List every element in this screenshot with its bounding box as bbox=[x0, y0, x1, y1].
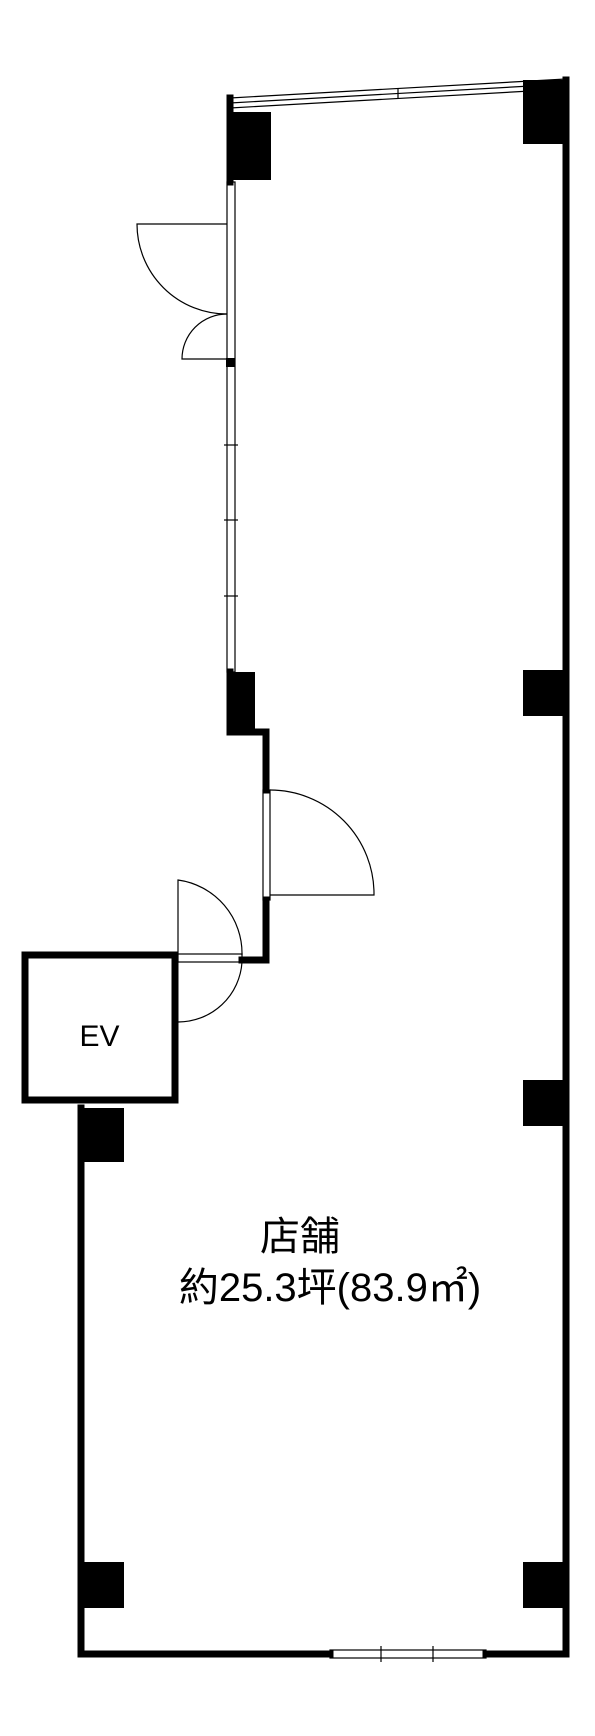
entrance-door-2 bbox=[181, 313, 228, 360]
column-top-left bbox=[227, 112, 271, 180]
column-lower-right bbox=[523, 1080, 569, 1126]
room-name: 店舗 bbox=[260, 1215, 340, 1259]
wall-step bbox=[238, 896, 270, 964]
left-facade-frame bbox=[226, 181, 236, 673]
column-bottom-right bbox=[523, 1562, 569, 1608]
column-mid-left bbox=[227, 672, 255, 732]
ev-door-jamb bbox=[177, 953, 243, 963]
column-lower-left bbox=[78, 1108, 124, 1162]
elevator-shaft bbox=[21, 951, 179, 1104]
elevator-label: EV bbox=[79, 1020, 120, 1053]
facade-joint bbox=[226, 358, 235, 367]
ev-door-lower bbox=[177, 961, 243, 1023]
inner-door bbox=[269, 789, 375, 896]
column-bottom-left bbox=[78, 1562, 124, 1608]
ev-door-upper bbox=[177, 879, 243, 956]
entrance-door-1 bbox=[136, 223, 228, 315]
column-top-right bbox=[523, 80, 569, 144]
column-mid-right bbox=[523, 670, 569, 716]
room-area: 約25.3坪(83.9㎡) bbox=[178, 1266, 482, 1310]
inner-door-jamb bbox=[262, 789, 271, 901]
bottom-window bbox=[329, 1649, 487, 1659]
